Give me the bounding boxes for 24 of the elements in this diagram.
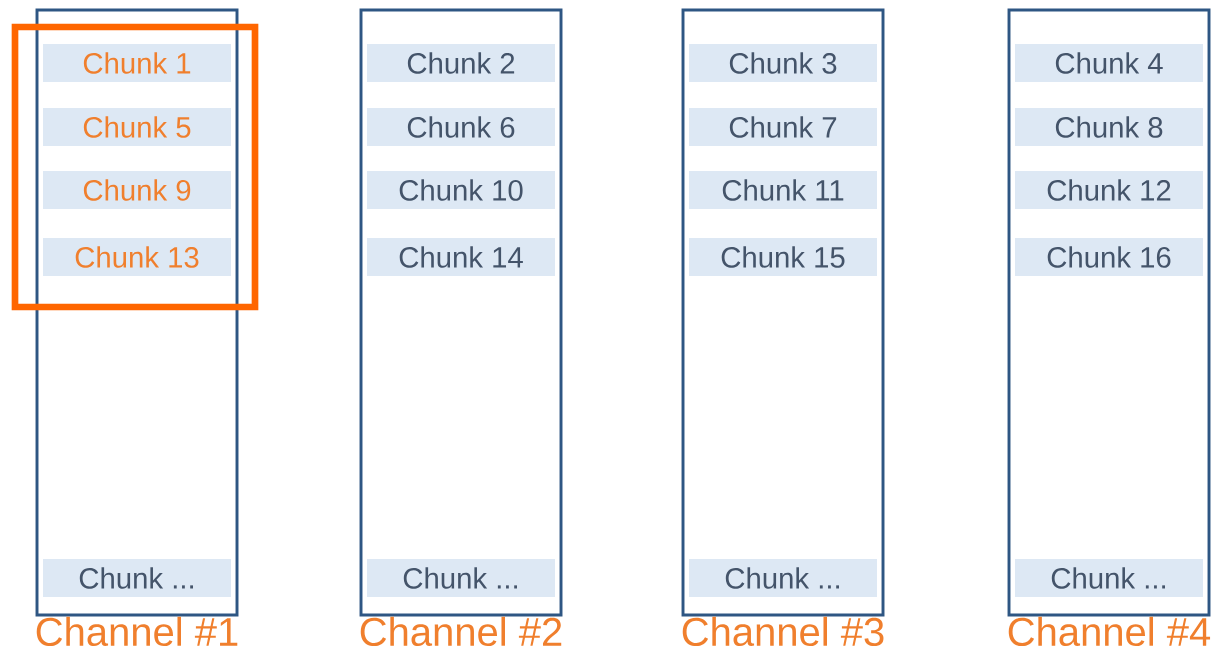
node-label: Channel #2 bbox=[360, 616, 562, 647]
chunk-band: Chunk 12 bbox=[1015, 171, 1203, 209]
chunk-band: Chunk 16 bbox=[1015, 238, 1203, 276]
chunk-band: Chunk 13 bbox=[43, 238, 231, 276]
chunk-band: Chunk 8 bbox=[1015, 108, 1203, 146]
chunk-band: Chunk ... bbox=[43, 559, 231, 597]
chunk-band: Chunk 1 bbox=[43, 44, 231, 82]
node-label: Channel #4 bbox=[1008, 616, 1211, 647]
chunk-band: Chunk 14 bbox=[367, 238, 555, 276]
chunk-band: Chunk 5 bbox=[43, 108, 231, 146]
chunk-band: Chunk 11 bbox=[689, 171, 877, 209]
chunk-band: Chunk 6 bbox=[367, 108, 555, 146]
chunk-band: Chunk 10 bbox=[367, 171, 555, 209]
node-label: Channel #1 bbox=[36, 616, 238, 647]
chunk-band: Chunk ... bbox=[1015, 559, 1203, 597]
chunk-band: Chunk ... bbox=[367, 559, 555, 597]
chunk-band: Chunk 4 bbox=[1015, 44, 1203, 82]
chunk-band: Chunk 2 bbox=[367, 44, 555, 82]
node-label: Channel #3 bbox=[682, 616, 884, 647]
chunk-band: Chunk 15 bbox=[689, 238, 877, 276]
chunk-band: Chunk 7 bbox=[689, 108, 877, 146]
chunk-band: Chunk 3 bbox=[689, 44, 877, 82]
chunk-band: Chunk 9 bbox=[43, 171, 231, 209]
chunk-band: Chunk ... bbox=[689, 559, 877, 597]
